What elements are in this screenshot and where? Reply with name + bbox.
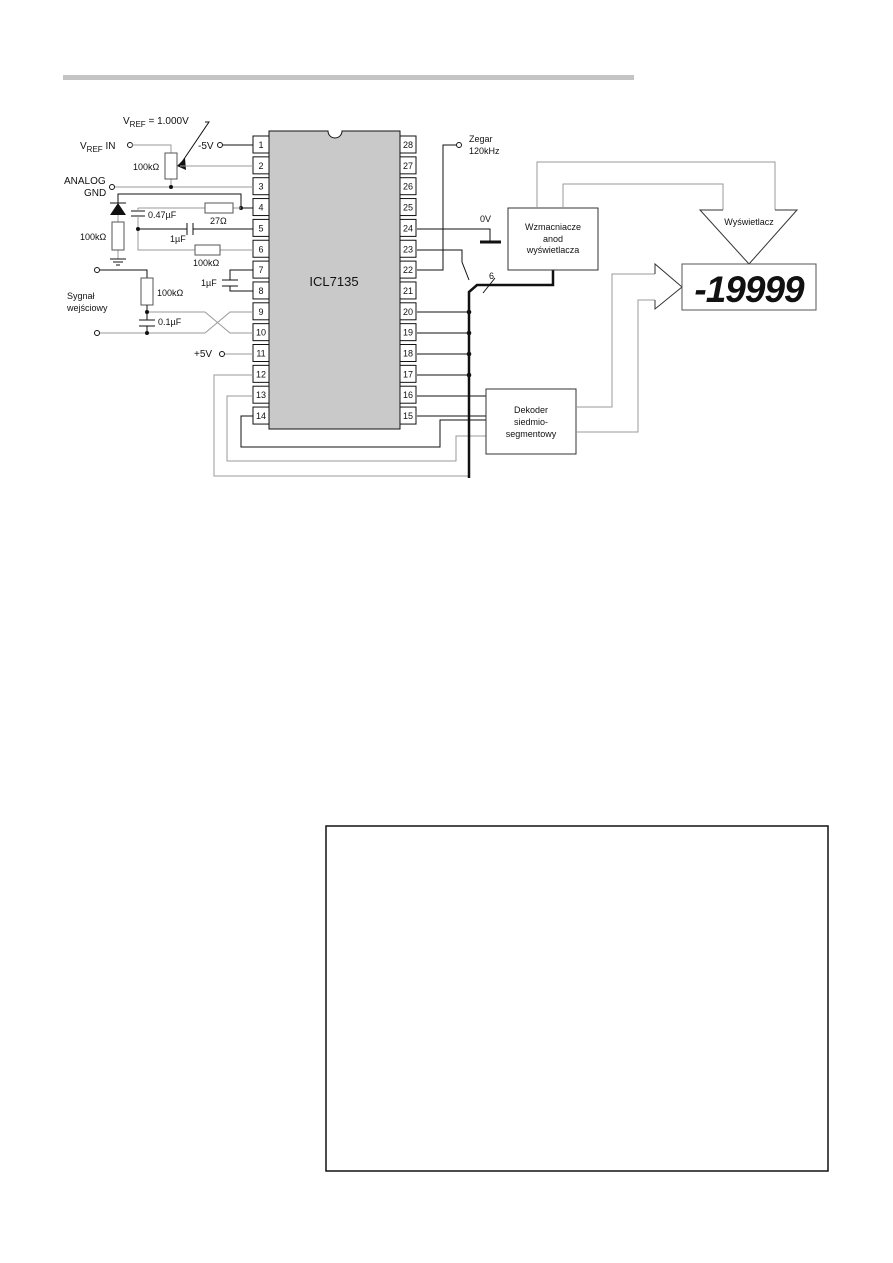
pin-box <box>399 302 417 321</box>
clock-label-2: 120kHz <box>469 146 500 156</box>
amp-label-3: wyświetlacza <box>526 245 580 255</box>
pin-number: 25 <box>403 203 413 213</box>
display-label: Wyświetlacz <box>724 217 774 227</box>
pin-box <box>399 198 417 217</box>
pin-number: 14 <box>256 411 266 421</box>
diode-icon <box>110 203 126 215</box>
signal-label-1: Sygnał <box>67 291 95 301</box>
pin-box <box>399 323 417 342</box>
display-arrow-right <box>654 262 683 311</box>
pin-box <box>399 385 417 404</box>
anode-driver-block <box>507 207 599 271</box>
pin-number: 18 <box>403 349 413 359</box>
pin-number: 4 <box>258 203 263 213</box>
vref-in-label: VREF IN <box>80 141 115 154</box>
pin-number: 16 <box>403 390 413 400</box>
decoder-label-1: Dekoder <box>514 405 548 415</box>
pin-number: 20 <box>403 307 413 317</box>
amp-label-1: Wzmacniacze <box>525 222 581 232</box>
pin-number: 11 <box>256 349 265 359</box>
pin-number: 10 <box>256 328 266 338</box>
pin-number: 5 <box>258 223 263 233</box>
pin-box <box>399 281 417 300</box>
pin-number: 23 <box>403 244 413 254</box>
pin-box <box>399 239 417 258</box>
pin-number: 13 <box>256 390 266 400</box>
c1a-label: 1µF <box>170 234 186 244</box>
pin-number: 7 <box>258 265 263 275</box>
empty-frame <box>325 825 829 1172</box>
zero-v-label: 0V <box>480 214 491 224</box>
pin-box <box>399 218 417 237</box>
pin-number: 27 <box>403 161 413 171</box>
potentiometer <box>164 152 178 180</box>
pin-box <box>252 198 270 217</box>
r100c-label: 100kΩ <box>157 288 184 298</box>
pin-box <box>399 260 417 279</box>
pin-number: 24 <box>403 223 413 233</box>
pin-box <box>252 385 270 404</box>
pin-box <box>252 364 270 383</box>
decoder-label-2: siedmio- <box>514 417 548 427</box>
pin-box <box>252 239 270 258</box>
decoder-block <box>485 388 577 455</box>
pin-box <box>399 364 417 383</box>
pin-box <box>252 302 270 321</box>
r27-label: 27Ω <box>210 216 227 226</box>
pin-number: 3 <box>258 182 263 192</box>
pin-box <box>252 177 270 196</box>
pin-box <box>399 406 417 425</box>
pin-box <box>252 156 270 175</box>
pin-number: 1 <box>258 140 263 150</box>
pin-box <box>252 281 270 300</box>
amp-label-2: anod <box>543 234 563 244</box>
c047-label: 0.47µF <box>148 210 177 220</box>
pin-number: 8 <box>258 286 263 296</box>
decoder-label-3: segmentowy <box>506 429 557 439</box>
left-wiring: VREF = 1.000V VREF IN 100kΩ ANALOG GND -… <box>64 116 486 477</box>
gnd-label: GND <box>84 188 106 199</box>
seven-segment-display <box>681 263 817 311</box>
bus-count-label: 6 <box>489 271 494 281</box>
pin-box <box>399 156 417 175</box>
pin-number: 6 <box>258 244 263 254</box>
c01-label: 0.1µF <box>158 317 182 327</box>
pin-number: 26 <box>403 182 413 192</box>
pin-number: 15 <box>403 411 413 421</box>
pin-number: 22 <box>403 265 413 275</box>
clock-label-1: Zegar <box>469 134 493 144</box>
signal-label-2: wejściowy <box>66 303 108 313</box>
pin-number: 12 <box>256 369 266 379</box>
c1b-label: 1µF <box>201 278 217 288</box>
chip-label: ICL7135 <box>309 274 358 289</box>
analog-label: ANALOG <box>64 176 106 187</box>
right-wiring: Zegar 120kHz 0V 6 Wzmacniacze anod wyświ… <box>417 134 817 478</box>
pin-box <box>252 323 270 342</box>
pin-box <box>252 344 270 362</box>
pin-number: 19 <box>403 328 413 338</box>
header-rule <box>63 75 634 80</box>
vref-value-label: VREF = 1.000V <box>123 116 189 129</box>
pin-box <box>399 177 417 196</box>
pin-box <box>399 135 417 154</box>
r100b-label: 100kΩ <box>193 258 220 268</box>
pot-label: 100kΩ <box>133 162 160 172</box>
pin-number: 21 <box>403 286 413 296</box>
display-value: -19999 <box>694 269 805 310</box>
icl7135-chip: ICL7135 <box>268 130 401 430</box>
pin-boxes: 1234567891011121314282726252423222120191… <box>252 135 417 425</box>
minus5v-label: -5V <box>198 141 214 152</box>
pin-number: 2 <box>258 161 263 171</box>
plus5v-label: +5V <box>194 349 212 360</box>
pin-number: 17 <box>403 369 413 379</box>
pin-box <box>399 344 417 362</box>
r100a-label: 100kΩ <box>80 232 107 242</box>
pin-number: 9 <box>258 307 263 317</box>
pin-box <box>252 218 270 237</box>
pin-number: 28 <box>403 140 413 150</box>
